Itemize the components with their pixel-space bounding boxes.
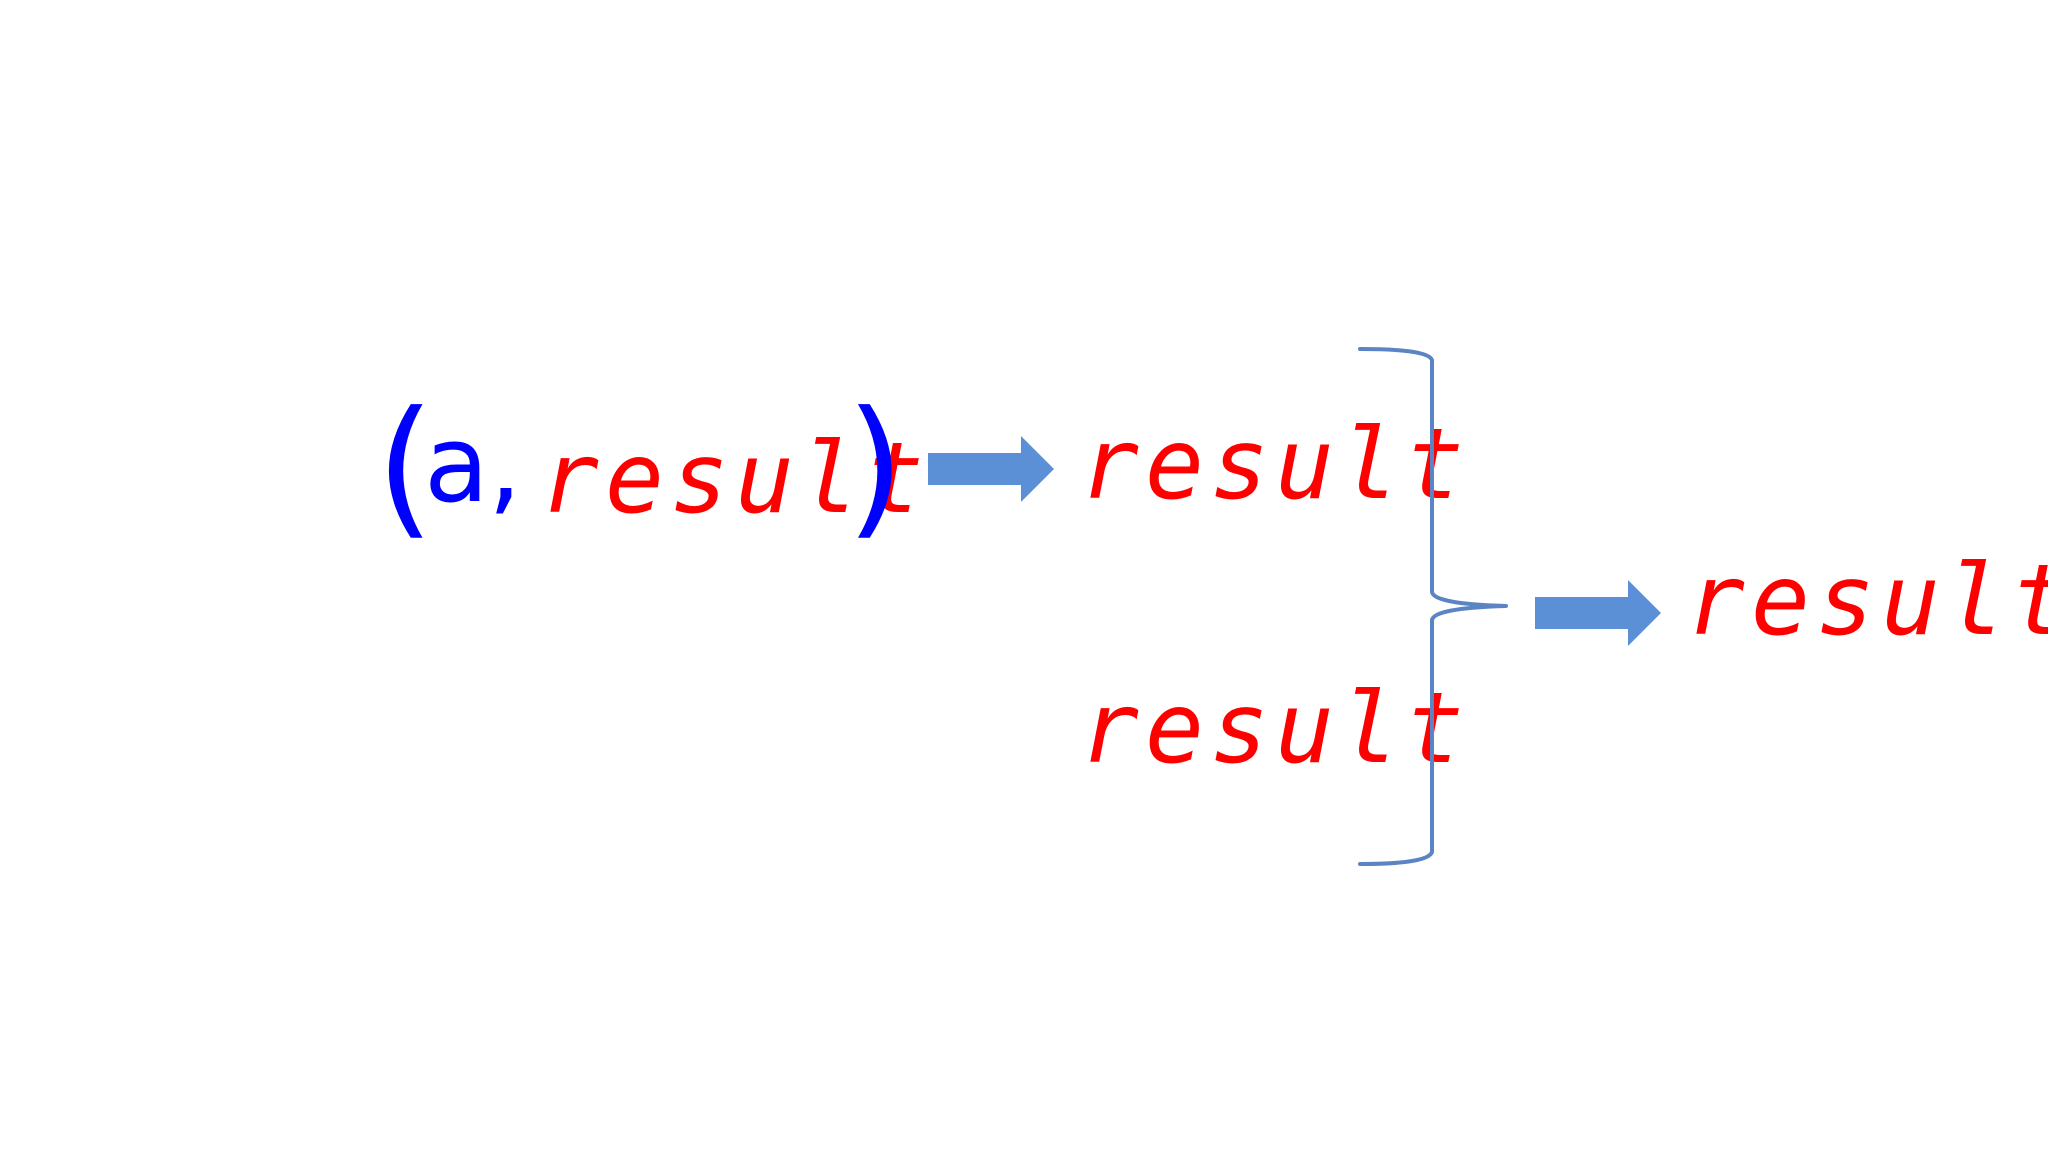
right-arrow-icon: [928, 436, 1054, 502]
right-arrow-icon: [1535, 580, 1661, 646]
result-final: result: [1686, 544, 2048, 658]
variable-a: a: [424, 403, 489, 526]
tuple-comma: ,: [488, 403, 522, 526]
right-brace-icon: [1358, 347, 1508, 866]
close-paren: ): [846, 380, 905, 554]
result-top: result: [1080, 408, 1471, 522]
tuple-result: result: [540, 422, 931, 536]
result-bottom: result: [1080, 672, 1471, 786]
open-paren: (: [376, 380, 435, 554]
